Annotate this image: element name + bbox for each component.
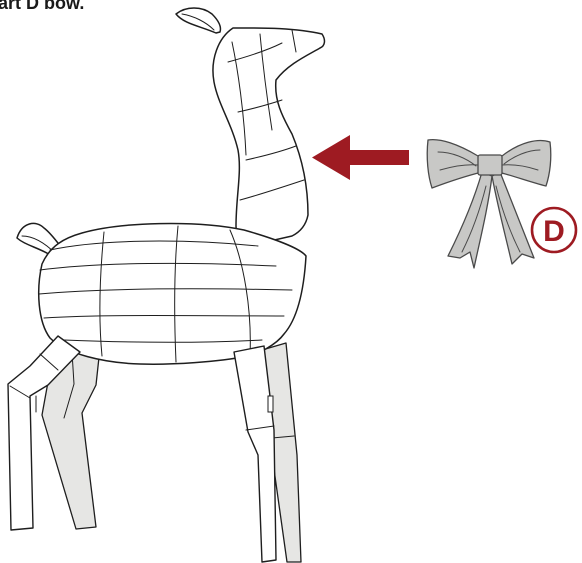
left-arrow-icon [312, 135, 409, 180]
part-d-badge: D [532, 208, 576, 252]
deer-neck-head [213, 28, 324, 246]
deer-torso [39, 224, 306, 365]
deer-front-legs [8, 336, 276, 562]
part-d-label: D [543, 215, 565, 248]
bow-icon [427, 140, 551, 268]
